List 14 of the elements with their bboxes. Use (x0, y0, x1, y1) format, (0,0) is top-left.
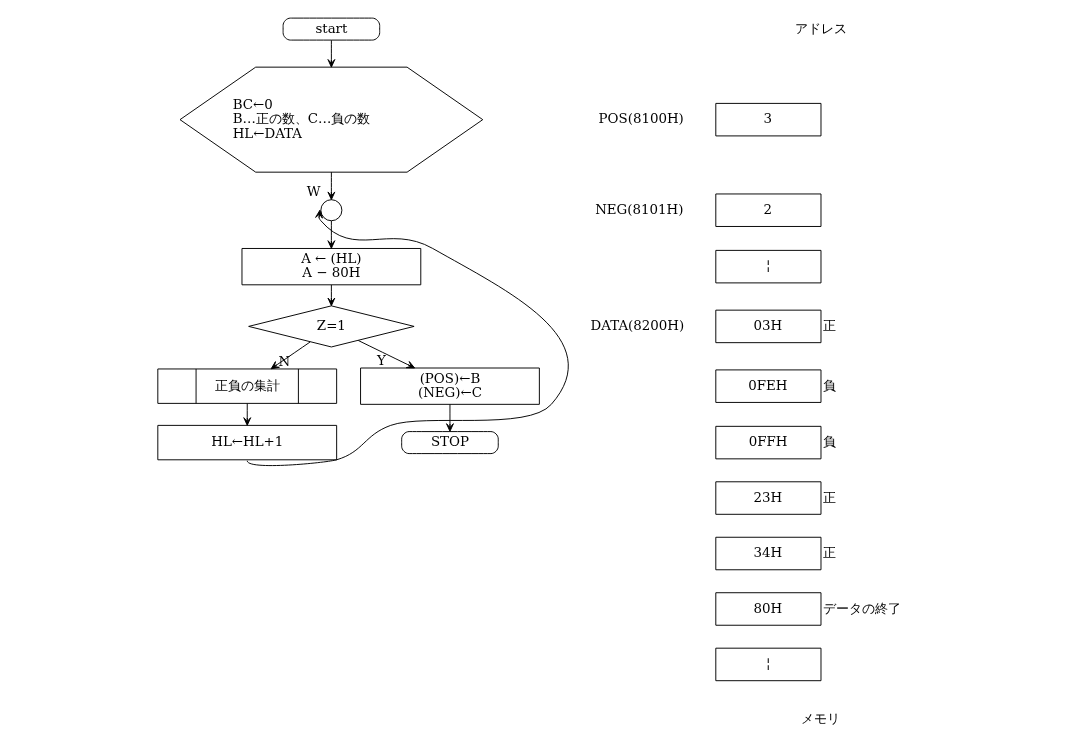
label: メモリ (800, 711, 840, 727)
node-label: 正 (822, 489, 836, 505)
label: アドレス (794, 20, 847, 36)
node-label: 負 (822, 377, 836, 393)
node-label: W (306, 184, 321, 200)
label: POS(8100H) (598, 111, 684, 127)
node-label: 正 (822, 545, 836, 561)
label: DATA(8200H) (590, 317, 684, 333)
edge-label: N (278, 354, 290, 370)
edge-label: Y (376, 352, 386, 368)
node-label: 負 (822, 434, 836, 450)
node-label: 正 (822, 317, 836, 333)
node-label: データの終了 (822, 600, 901, 616)
label: NEG(8101H) (594, 201, 683, 217)
